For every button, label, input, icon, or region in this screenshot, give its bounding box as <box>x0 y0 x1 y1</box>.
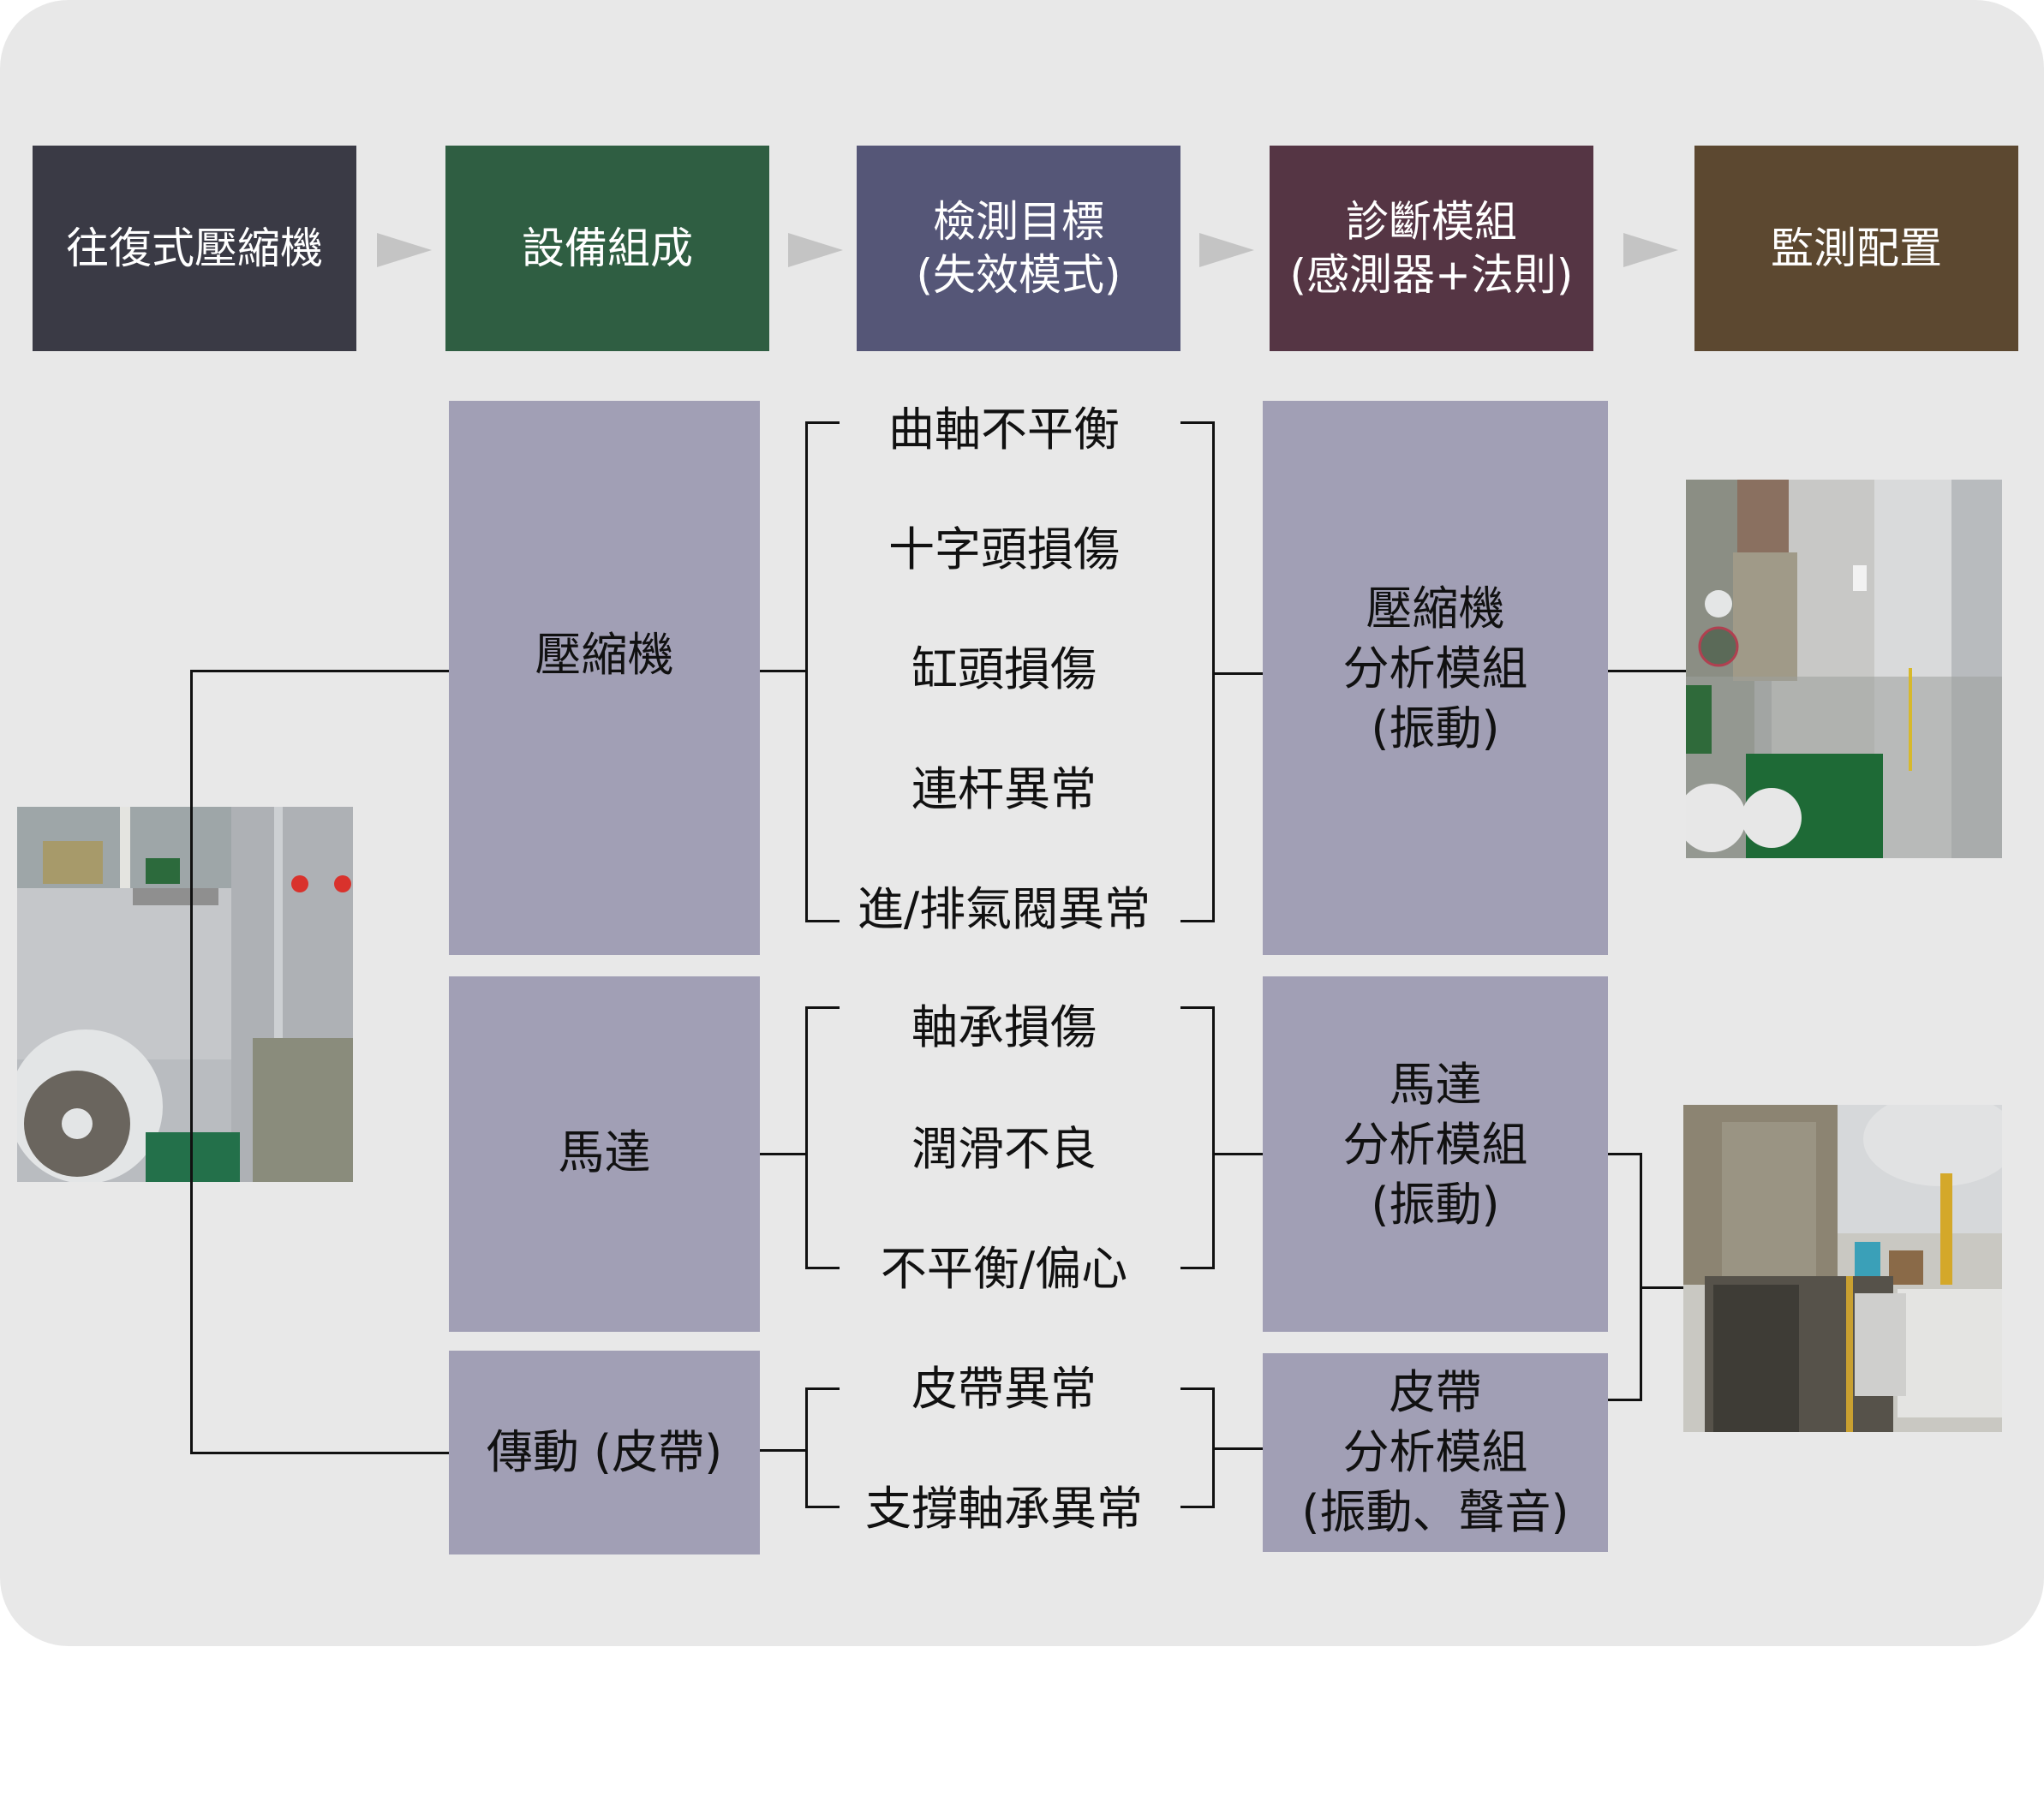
bracket-tick <box>805 1506 840 1508</box>
failure-mode: 不平衡/偏心 <box>880 1242 1128 1296</box>
connector-line <box>1608 1399 1642 1401</box>
bracket-tick <box>1180 421 1215 424</box>
header-step-detection-target: 檢測目標 (失效模式) <box>857 146 1180 351</box>
bracket-tick <box>805 1267 840 1269</box>
motor-belt-sensor-photo <box>1683 1105 2002 1432</box>
component-label: 壓縮機 <box>535 628 674 682</box>
right-arrow-icon <box>377 233 432 267</box>
connector-line <box>190 1452 449 1454</box>
failure-mode: 潤滑不良 <box>911 1122 1097 1176</box>
connector-line <box>1608 670 1686 672</box>
bracket-tick <box>1180 1506 1215 1508</box>
failure-mode: 進/排氣閥異常 <box>857 882 1151 936</box>
bracket-left <box>805 1006 808 1269</box>
connector-line <box>1212 1447 1263 1450</box>
bracket-tick <box>1180 920 1215 922</box>
connector-line <box>760 1153 808 1155</box>
failure-mode: 連杆異常 <box>911 762 1097 816</box>
connector-line <box>1212 1153 1263 1155</box>
connector-line <box>1640 1286 1683 1289</box>
bracket-tick <box>805 1006 840 1009</box>
equipment-photo <box>17 807 353 1182</box>
module-label: 馬達 分析模組 (振動) <box>1342 1058 1528 1232</box>
component-label: 馬達 <box>558 1125 651 1179</box>
connector-line <box>190 670 449 672</box>
failure-mode: 曲軸不平衡 <box>888 403 1120 456</box>
component-compressor: 壓縮機 <box>449 401 760 955</box>
header-step-reciprocating-compressor: 往復式壓縮機 <box>33 146 356 351</box>
connector-line <box>760 1449 808 1452</box>
bracket-tick <box>805 920 840 922</box>
module-label: 壓縮機 分析模組 (振動) <box>1342 582 1528 755</box>
module-label: 皮帶 分析模組 (振動、聲音) <box>1301 1365 1569 1539</box>
right-arrow-icon <box>788 233 843 267</box>
bracket-tick <box>1180 1006 1215 1009</box>
component-label: 傳動 (皮帶) <box>486 1425 723 1479</box>
right-arrow-icon <box>1623 233 1678 267</box>
bracket-tick <box>805 1387 840 1390</box>
failure-mode: 支撐軸承異常 <box>865 1482 1143 1536</box>
compressor-sensor-photo <box>1686 480 2002 858</box>
right-arrow-icon <box>1199 233 1254 267</box>
connector-line <box>1212 672 1263 675</box>
header-step-equipment-composition: 設備組成 <box>445 146 769 351</box>
header-step-diagnostic-module: 診斷模組 (感測器+法則) <box>1270 146 1593 351</box>
failure-mode: 十字頭損傷 <box>888 522 1120 576</box>
failure-mode: 皮帶異常 <box>911 1362 1097 1416</box>
connector-line <box>1608 1153 1642 1155</box>
component-motor: 馬達 <box>449 976 760 1332</box>
bracket-tick <box>1180 1267 1215 1269</box>
module-belt-analysis: 皮帶 分析模組 (振動、聲音) <box>1263 1353 1608 1552</box>
header-step-monitoring-config: 監測配置 <box>1694 146 2018 351</box>
bracket-right <box>1212 1006 1215 1269</box>
failure-mode: 軸承損傷 <box>911 1000 1097 1054</box>
failure-mode: 缸頭損傷 <box>911 642 1097 696</box>
module-compressor-analysis: 壓縮機 分析模組 (振動) <box>1263 401 1608 955</box>
bracket-left <box>805 1387 808 1508</box>
module-motor-analysis: 馬達 分析模組 (振動) <box>1263 976 1608 1332</box>
connector-line <box>760 670 808 672</box>
bracket-left <box>805 421 808 922</box>
connector-line <box>190 670 193 1454</box>
connector-line <box>1640 1153 1642 1401</box>
bracket-right <box>1212 421 1215 922</box>
component-belt-drive: 傳動 (皮帶) <box>449 1351 760 1554</box>
bracket-tick <box>1180 1387 1215 1390</box>
bracket-tick <box>805 421 840 424</box>
